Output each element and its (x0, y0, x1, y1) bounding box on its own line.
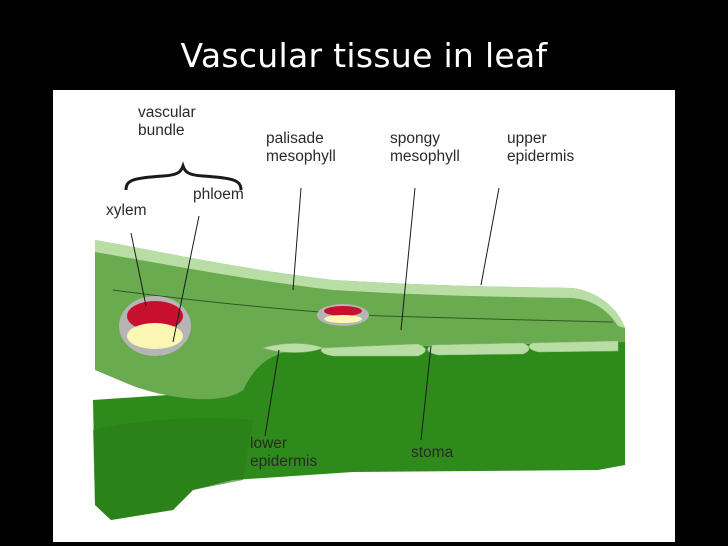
phloem-large (127, 323, 183, 349)
upper-epidermis-band (95, 240, 625, 328)
vascular-bundle-brace (124, 161, 243, 191)
xylem-label: xylem (106, 202, 147, 219)
spongy-mesophyll-label: spongy mesophyll (390, 130, 460, 165)
stoma-label: stoma (411, 444, 454, 461)
upper-epidermis-label: upper epidermis (507, 130, 575, 165)
leaf-front-shade (93, 418, 253, 520)
surface-line (112, 289, 614, 323)
slide-title: Vascular tissue in leaf (180, 36, 548, 75)
leader-lines (130, 187, 500, 441)
palisade-mesophyll-label: palisade mesophyll (266, 130, 336, 165)
xylem-small (324, 306, 362, 316)
diagram-panel: vascular bundle xylem phloem palisade me… (53, 90, 675, 542)
phloem-label: phloem (193, 186, 244, 203)
leaf-cross-section-diagram (93, 161, 625, 520)
xylem-large (127, 301, 183, 331)
phloem-small (324, 315, 362, 323)
lower-epidermis-cells (262, 340, 619, 357)
lower-epidermis-label: lower epidermis (250, 435, 318, 470)
vascular-bundle-label: vascular bundle (138, 104, 196, 139)
